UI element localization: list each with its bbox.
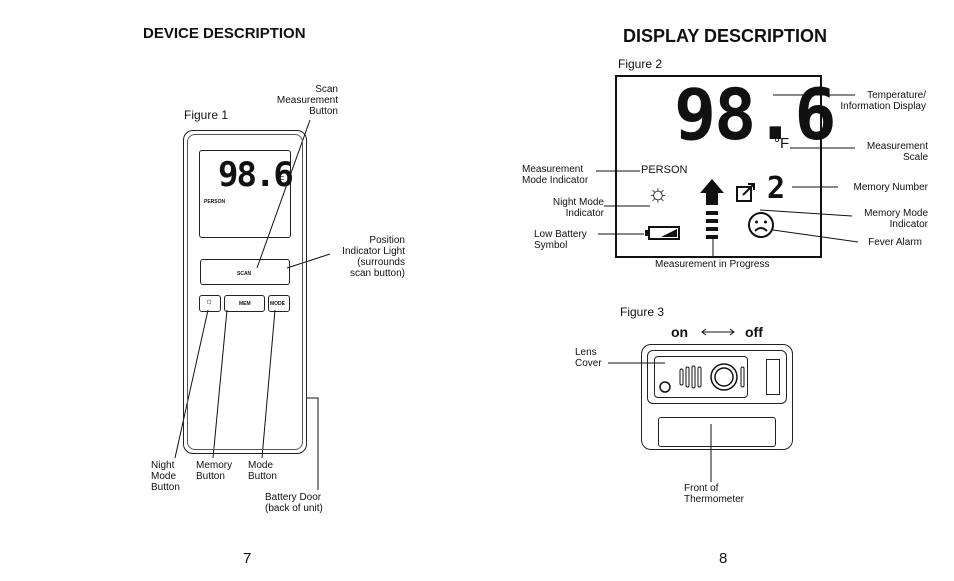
display-description-heading: DISPLAY DESCRIPTION [623, 26, 828, 46]
fever-leader [772, 229, 859, 243]
night-mode-button[interactable]: ☼ [199, 295, 221, 312]
scan-measurement-label: Scan Measurement Button [276, 84, 338, 117]
battery-door-label: Battery Door (back of unit) [265, 492, 323, 514]
memory-number-digit: 2 [767, 171, 785, 206]
device-lcd-unit: °F [276, 175, 285, 184]
night-leader [174, 309, 209, 459]
position-indicator-label: Position Indicator Light (surrounds scan… [342, 235, 405, 279]
lcd-display-diagram: 98.6 °F PERSON ☼ 2 [615, 75, 837, 258]
memmode-leader [759, 209, 853, 217]
mem-button[interactable]: MEM [224, 295, 265, 312]
memory-button-label: Memory Button [196, 460, 233, 482]
figure1-label: Figure 1 [184, 108, 229, 122]
display-mode-text: PERSON [641, 164, 688, 176]
figure2-label: Figure 2 [618, 57, 663, 71]
lens-cover-label: Lens Cover [575, 347, 602, 369]
mem-button-label: MEM [239, 301, 251, 307]
display-unit: °F [774, 135, 790, 152]
mode-button-text-label: Mode Button [248, 460, 277, 482]
measurement-scale-label: Measurement Scale [866, 141, 928, 163]
mode-indicator-label: Measurement Mode Indicator [522, 164, 589, 186]
on-label: on [671, 324, 689, 340]
battery-leader [306, 397, 319, 490]
mode-button[interactable]: MODE [268, 295, 290, 312]
position-leader [286, 253, 331, 269]
lens-cover-slider[interactable] [647, 350, 787, 404]
off-label: off [745, 324, 763, 340]
low-battery-icon [645, 226, 680, 240]
thermometer-front-diagram [641, 344, 793, 450]
mode-button-label: MODE [270, 301, 285, 307]
device-description-heading: DEVICE DESCRIPTION [143, 25, 306, 42]
device-lcd-reading: 98.6 [218, 155, 294, 195]
display-reading: 98.6 [674, 74, 837, 156]
bulb-icon: ☼ [205, 296, 214, 306]
memory-mode-label: Memory Mode Indicator [864, 208, 928, 230]
scan-leader [256, 119, 311, 269]
memory-number-label: Memory Number [853, 182, 928, 193]
device-lcd: 98.6 °F PERSON [199, 150, 294, 238]
device-lcd-mode: PERSON [204, 199, 226, 205]
night-mode-button-label: Night Mode Button [151, 460, 180, 493]
night-mode-indicator-label: Night Mode Indicator [552, 197, 604, 219]
lens-icon [659, 363, 745, 393]
low-battery-label: Low Battery Symbol [534, 229, 587, 251]
thermometer-device: 98.6 °F PERSON SCAN ☼ MEM MODE [183, 130, 307, 454]
memory-mode-icon [736, 183, 755, 202]
fever-alarm-label: Fever Alarm [868, 237, 922, 248]
front-of-thermometer-label: Front of Thermometer [684, 483, 745, 505]
page-number-8: 8 [719, 550, 728, 567]
night-mode-bulb-icon: ☼ [647, 180, 669, 207]
measurement-progress-icon [700, 179, 724, 239]
mode-leader [261, 309, 276, 459]
memory-leader [212, 309, 228, 459]
fever-alarm-icon [748, 212, 774, 238]
in-progress-label: Measurement in Progress [655, 259, 770, 270]
scan-button-label: SCAN [237, 271, 252, 277]
temp-display-label: Temperature/ Information Display [840, 90, 926, 112]
page-number-7: 7 [243, 550, 252, 567]
scan-button[interactable]: SCAN [200, 259, 290, 285]
figure3-label: Figure 3 [620, 305, 665, 319]
